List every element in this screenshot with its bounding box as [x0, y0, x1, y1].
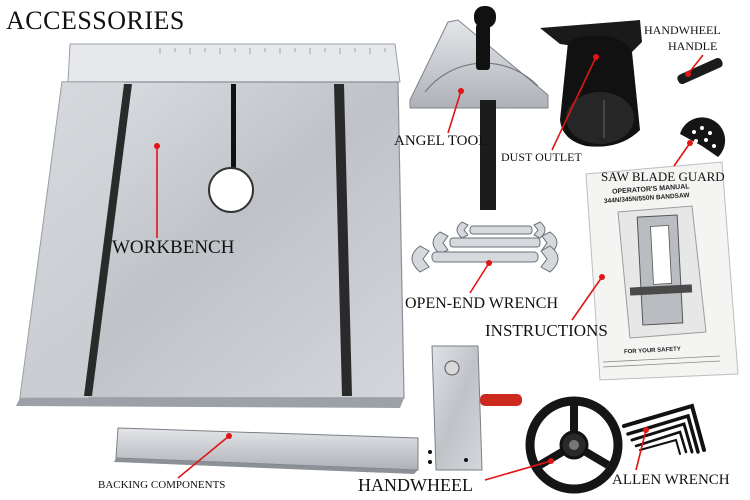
saw-blade-guard-image	[680, 117, 726, 157]
instructions-label: INSTRUCTIONS	[485, 321, 608, 340]
backing-components-image	[114, 345, 522, 474]
handwheel-image	[525, 396, 623, 494]
page-title: ACCESSORIES	[6, 6, 185, 35]
angle-tool-label: ANGEL TOOL	[394, 133, 488, 149]
workbench-pointer-dot	[154, 143, 160, 149]
handwheel-label: HANDWHEEL	[358, 475, 473, 495]
allen-wrench-image	[622, 403, 706, 455]
instructions-manual-image	[585, 161, 739, 381]
workbench-image	[16, 43, 405, 408]
backing-components-label: BACKING COMPONENTS	[98, 479, 226, 491]
handwheel-handle-label-line1: HANDWHEEL	[644, 23, 721, 37]
pointer-lines	[156, 54, 704, 481]
open-end-wrench-label: OPEN-END WRENCH	[405, 295, 559, 312]
handwheel-handle-image	[677, 57, 723, 85]
allen-wrench-label: ALLEN WRENCH	[612, 472, 730, 488]
dust-outlet-label: DUST OUTLET	[501, 150, 582, 164]
handwheel-handle-label-line2: HANDLE	[668, 39, 718, 53]
workbench-label: WORKBENCH	[112, 237, 235, 258]
angle-tool-image	[409, 6, 549, 210]
saw-blade-guard-label: SAW BLADE GUARD	[601, 169, 725, 184]
open-end-wrench-image	[411, 221, 559, 273]
dust-outlet-image	[540, 20, 642, 147]
